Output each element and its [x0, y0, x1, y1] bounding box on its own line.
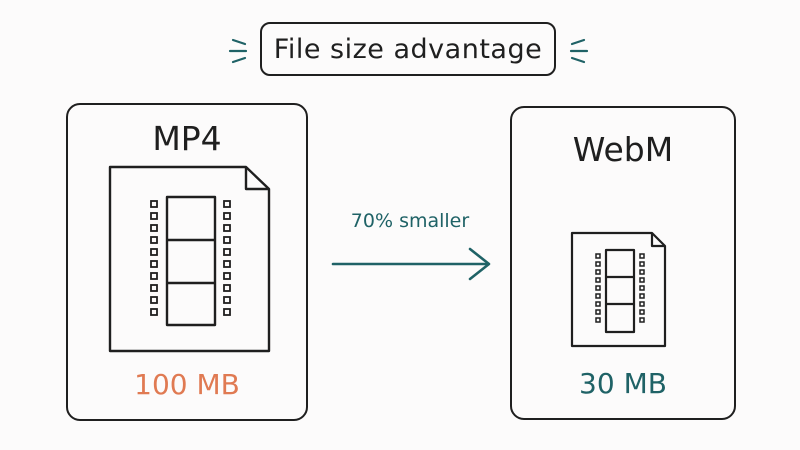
page-title-text: File size advantage: [273, 33, 543, 65]
target-file-size: 30 MB: [579, 367, 667, 400]
reduction-label: 70% smaller: [350, 210, 470, 232]
source-file-size: 100 MB: [134, 368, 240, 401]
target-format-label: WebM: [572, 130, 674, 169]
source-format-label: MP4: [152, 119, 222, 158]
target-format-card: WebM 30 MB: [510, 106, 736, 420]
sparkle-icon-right: [569, 38, 589, 64]
video-file-icon: [570, 231, 666, 347]
video-file-icon: [108, 165, 270, 352]
sparkle-icon-left: [228, 38, 248, 64]
page-title: File size advantage: [260, 22, 556, 76]
source-format-card: MP4 100 MB: [66, 103, 308, 421]
